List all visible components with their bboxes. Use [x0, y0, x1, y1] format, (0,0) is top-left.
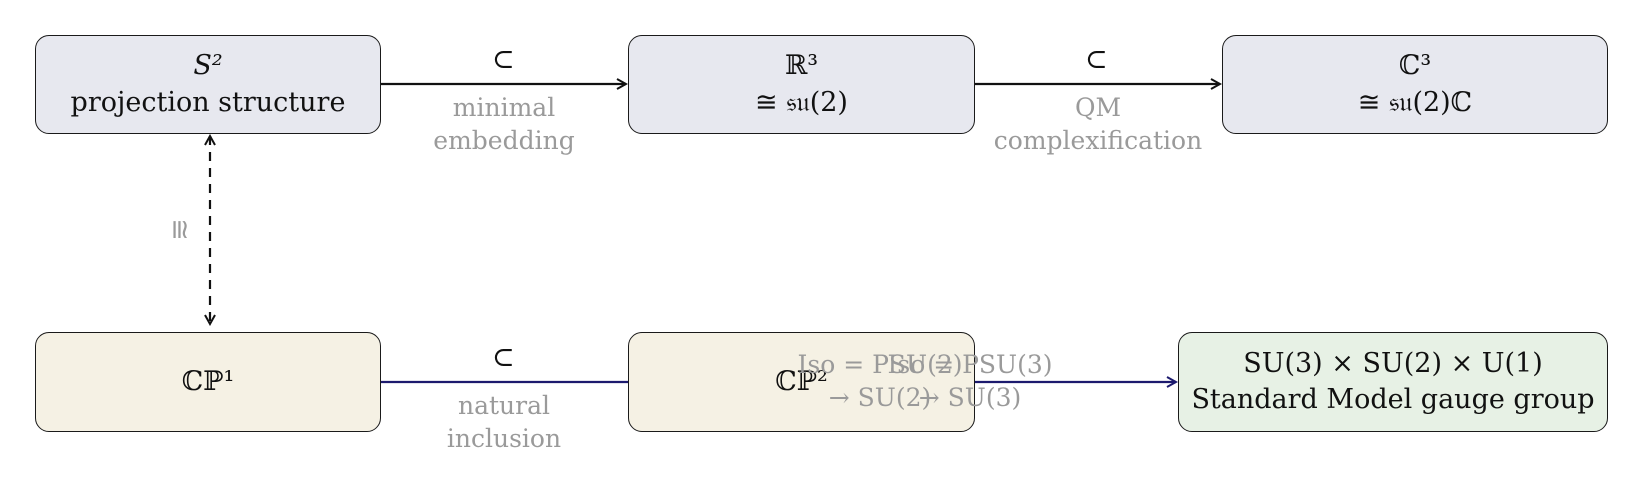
node-c3-title: ℂ³ — [1398, 50, 1432, 82]
edge-cp1-iso-line1: Iso = PSU(2) — [797, 350, 963, 379]
edge-r3-c3-symbol: ⊂ — [1085, 44, 1108, 75]
edge-s2-cp1-symbol: ≅ — [163, 218, 195, 241]
node-r3-subtitle: ≅ 𝔰𝔲(2) — [755, 86, 848, 118]
edge-cp1-cp2-symbol: ⊂ — [492, 342, 515, 373]
edge-cp1-cp2-label-line1: natural — [457, 391, 550, 420]
edge-r3-c3-label: QM complexification — [978, 92, 1218, 157]
edge-r3-c3-label-line1: QM — [1074, 93, 1122, 122]
node-s2-subtitle: projection structure — [70, 86, 346, 118]
edge-cp2-iso-label: Iso = PSU(3) → SU(3) — [850, 349, 1090, 414]
node-cp2: ℂℙ² — [628, 332, 975, 432]
node-r3-title: ℝ³ — [784, 50, 819, 82]
node-r3: ℝ³ ≅ 𝔰𝔲(2) — [628, 35, 975, 134]
node-s2-projection-structure: S² projection structure — [35, 35, 381, 134]
edge-cp1-iso-label: Iso = PSU(2) → SU(2) — [760, 349, 1000, 414]
edge-cp1-cp2-label: natural inclusion — [404, 390, 604, 455]
node-c3-subtitle: ≅ 𝔰𝔲(2)ℂ — [1357, 86, 1473, 118]
edge-cp1-cp2-label-line2: inclusion — [446, 423, 562, 453]
node-cp1-title: ℂℙ¹ — [181, 365, 235, 397]
edge-s2-r3-label: minimal embedding — [404, 92, 604, 157]
edge-s2-r3-label-line1: minimal — [452, 93, 556, 122]
edge-cp2-iso-line2: → SU(3) — [918, 382, 1022, 412]
edge-cp1-iso-line2: → SU(2) — [828, 382, 932, 412]
node-cp1: ℂℙ¹ — [35, 332, 381, 432]
edge-r3-c3-label-line2: complexification — [993, 125, 1203, 155]
node-s2-title: S² — [193, 50, 223, 82]
node-sm-subtitle: Standard Model gauge group — [1191, 384, 1595, 415]
edge-cp2-iso-line1: Iso = PSU(3) — [887, 350, 1053, 379]
node-standard-model: SU(3) × SU(2) × U(1) Standard Model gaug… — [1178, 332, 1608, 432]
node-sm-title: SU(3) × SU(2) × U(1) — [1243, 347, 1543, 379]
node-cp2-title: ℂℙ² — [775, 365, 828, 397]
edge-s2-r3-symbol: ⊂ — [492, 44, 515, 75]
edge-s2-r3-label-line2: embedding — [433, 125, 575, 155]
node-c3: ℂ³ ≅ 𝔰𝔲(2)ℂ — [1222, 35, 1608, 134]
